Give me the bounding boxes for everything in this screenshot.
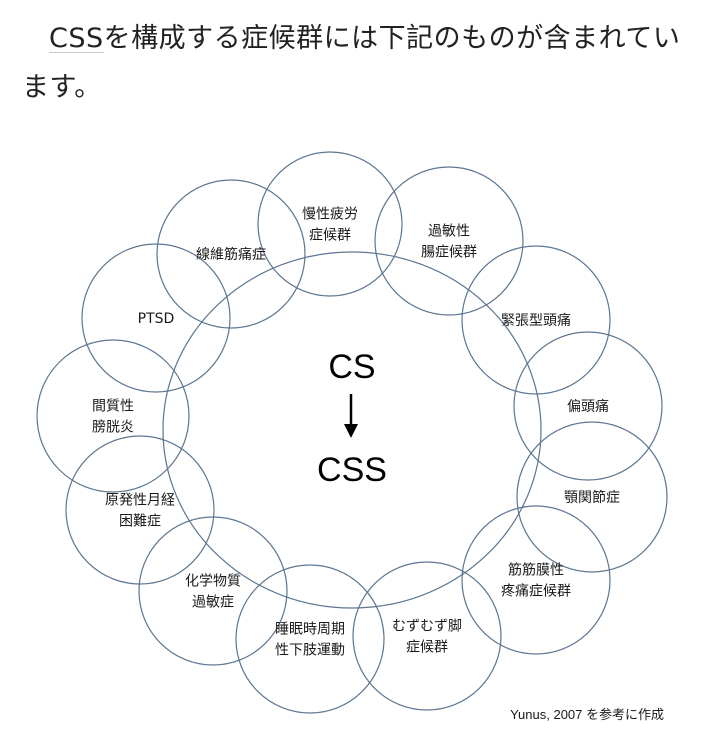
syndrome-label: むずむず脚 (392, 619, 462, 635)
syndrome-label: 線維筋痛症 (196, 246, 266, 263)
syndrome-label: 偏頭痛 (567, 398, 609, 415)
syndrome-circle (65, 435, 215, 585)
center-label-css: CSS (317, 451, 387, 489)
intro-text: CSSを構成する症候群には下記のものが含まれています。 (22, 14, 702, 112)
syndrome-label: 疼痛症候群 (501, 583, 571, 600)
syndrome-label: 困難症 (119, 514, 161, 530)
syndrome-circle (235, 564, 385, 714)
syndrome-label: 筋筋膜性 (508, 562, 564, 579)
source-credit: Yunus, 2007 を参考に作成 (510, 707, 664, 722)
syndrome-label: PTSD (138, 311, 175, 327)
center-label-cs: CS (328, 348, 375, 386)
syndrome-label: 膀胱炎 (92, 419, 134, 436)
intro-rest: を構成する症候群には下記のものが含まれています。 (22, 23, 681, 103)
syndrome-label: 緊張型頭痛 (501, 312, 571, 329)
syndrome-circle (461, 505, 611, 655)
syndrome-label: 腸症候群 (421, 245, 477, 261)
syndrome-circle (513, 331, 663, 481)
syndrome-label: 症候群 (309, 228, 351, 244)
syndrome-circle (516, 421, 668, 573)
syndrome-label: 睡眠時周期 (275, 622, 345, 638)
syndrome-label: 顎関節症 (564, 489, 620, 506)
syndrome-label: 間質性 (92, 399, 134, 415)
syndrome-label: 性下肢運動 (275, 643, 345, 659)
syndrome-circle (138, 516, 288, 666)
syndrome-label: 症候群 (406, 640, 448, 656)
syndrome-circle (156, 179, 306, 329)
syndrome-label: 慢性疲労 (302, 206, 358, 223)
syndrome-circle (81, 243, 231, 393)
syndrome-circle (461, 245, 611, 395)
syndrome-label: 過敏症 (192, 595, 234, 611)
intro-css-term: CSS (49, 23, 104, 54)
syndrome-label: 過敏性 (428, 224, 470, 240)
syndrome-label: 原発性月経 (105, 493, 175, 509)
syndrome-circle (374, 166, 524, 316)
syndrome-circle (36, 339, 190, 493)
central-ellipse (162, 251, 542, 609)
center-arrow-head (344, 424, 358, 438)
syndrome-circle (257, 151, 403, 297)
syndrome-circle (352, 561, 502, 711)
syndrome-label: 化学物質 (185, 574, 241, 590)
